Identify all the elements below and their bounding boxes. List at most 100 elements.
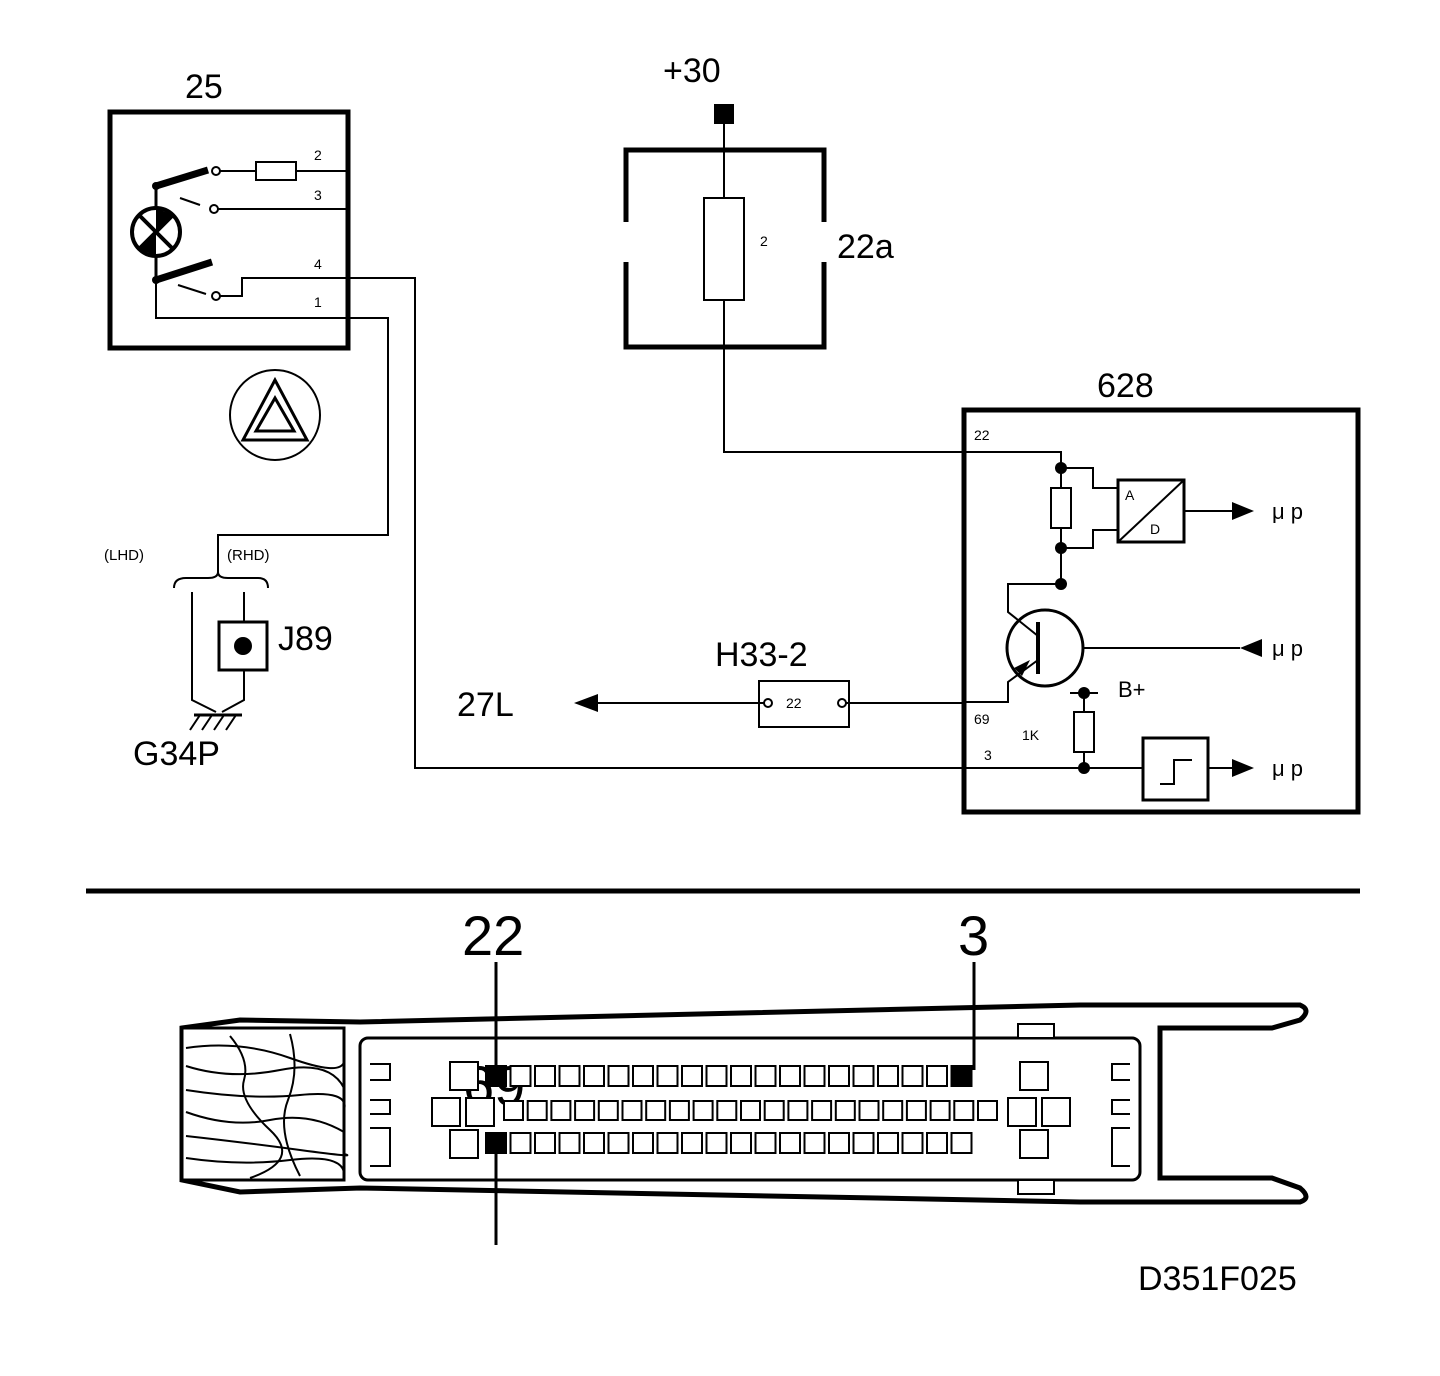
connector-pin <box>621 1100 643 1121</box>
connector-pin <box>929 1100 951 1121</box>
fuse-number-label: 2 <box>760 233 768 249</box>
switch-pin-1: 1 <box>314 294 322 310</box>
ecu-connector-view: 22 3 69 <box>179 904 1309 1245</box>
connector-pin <box>449 1061 479 1091</box>
fuse-icon <box>703 197 745 301</box>
connector-pin <box>449 1129 479 1159</box>
connector-pin <box>534 1065 556 1087</box>
connector-pin <box>509 1132 532 1154</box>
switch-ref-label: 25 <box>185 68 223 106</box>
connector-pin <box>828 1132 850 1154</box>
rhd-label: (RHD) <box>227 547 270 564</box>
connector-pin <box>754 1132 777 1154</box>
connector-pin <box>901 1065 924 1087</box>
ground-g34p: (LHD) (RHD) J89 G34P <box>104 547 333 773</box>
connector-pin <box>926 1132 948 1154</box>
connector-pin <box>1019 1129 1049 1159</box>
adc-d-label: D <box>1150 521 1160 537</box>
connector-pin <box>877 1132 899 1154</box>
destination-label: 27L <box>457 686 514 724</box>
resistor-icon <box>255 161 297 181</box>
ground-ref-label: G34P <box>133 735 220 773</box>
lamp-icon <box>130 206 182 258</box>
connector-pin <box>583 1065 605 1087</box>
connector-pin <box>656 1065 679 1087</box>
connector-pin <box>877 1065 899 1087</box>
connector-pin <box>811 1100 833 1121</box>
connector-pin <box>607 1065 630 1087</box>
schmitt-trigger-icon <box>1141 736 1210 802</box>
b-plus-label: B+ <box>1118 677 1146 702</box>
connector-pin <box>534 1132 556 1154</box>
switch-pin-3: 3 <box>314 187 322 203</box>
connector-pin <box>926 1065 948 1087</box>
connector-pin <box>787 1100 809 1121</box>
figure-code-label: D351F025 <box>1138 1260 1297 1298</box>
connector-pin <box>1007 1097 1037 1127</box>
output-arrow-icon <box>1232 502 1254 520</box>
ecu-pin-22: 22 <box>974 427 990 443</box>
battery-label: +30 <box>663 52 721 90</box>
adc-block: A D <box>1116 478 1186 544</box>
connector-pin <box>730 1065 752 1087</box>
connector-pin <box>754 1065 777 1087</box>
ecu-pin-69: 69 <box>974 711 990 727</box>
connector-pin <box>681 1132 703 1154</box>
wire-pin1-ground <box>217 317 389 574</box>
connector-pin <box>645 1100 667 1121</box>
connector-pin <box>583 1132 605 1154</box>
connector-pin <box>632 1065 654 1087</box>
connector-pin <box>607 1132 630 1154</box>
connector-pin <box>852 1132 875 1154</box>
ecu-ref-label: 628 <box>1097 367 1154 405</box>
connector-pin <box>950 1132 973 1154</box>
connector-ref-label: H33-2 <box>715 636 808 674</box>
connector-pin <box>656 1132 679 1154</box>
hazard-warning-icon <box>229 369 321 461</box>
switch-pin-4: 4 <box>314 256 322 272</box>
connector-pin <box>558 1065 581 1087</box>
connector-pin <box>550 1100 572 1121</box>
fuse-box-ref-label: 22a <box>837 228 894 266</box>
connector-pin-label: 22 <box>786 695 802 711</box>
wire-pin4-ecu3 <box>348 277 1143 769</box>
connector-pin <box>668 1100 690 1121</box>
connector-pin <box>503 1100 524 1121</box>
connector-pin <box>526 1100 548 1121</box>
connector-pin-grid <box>431 1061 1071 1159</box>
mu-p-label-1: μ p <box>1272 499 1303 524</box>
hazard-switch-25: 25 2 3 4 1 <box>107 68 351 351</box>
connector-pin <box>465 1097 495 1127</box>
connector-pin <box>779 1132 801 1154</box>
connector-pin <box>828 1065 850 1087</box>
callout-pin-22: 22 <box>462 904 524 967</box>
resistor-1k-label: 1K <box>1022 727 1040 743</box>
connector-pin <box>901 1132 924 1154</box>
connector-pin <box>431 1097 461 1127</box>
connector-pin <box>692 1100 714 1121</box>
ecu-pin-3: 3 <box>984 747 992 763</box>
switch-pin-2: 2 <box>314 147 322 163</box>
connector-pin <box>705 1065 728 1087</box>
lhd-label: (LHD) <box>104 547 144 564</box>
connector-pin <box>763 1100 785 1121</box>
connector-pin <box>509 1065 532 1087</box>
connector-pin <box>1019 1061 1049 1091</box>
connector-pin <box>558 1132 581 1154</box>
fuse-box-22a: +30 2 22a <box>623 52 964 453</box>
connector-pin <box>1041 1097 1071 1127</box>
adc-a-label: A <box>1125 487 1135 503</box>
connector-pin <box>597 1100 619 1121</box>
wire-bundle-icon <box>180 1026 349 1182</box>
connector-pin <box>730 1132 752 1154</box>
ecu-628: 628 22 69 3 A D μ p <box>961 367 1361 815</box>
connector-pin-highlighted <box>485 1132 507 1154</box>
connector-pin <box>716 1100 738 1121</box>
connector-pin-highlighted <box>950 1065 973 1087</box>
connector-pin <box>858 1100 880 1121</box>
connector-pin <box>834 1100 856 1121</box>
connector-pin <box>740 1100 761 1121</box>
mu-p-label-2: μ p <box>1272 636 1303 661</box>
connector-pin <box>681 1065 703 1087</box>
connector-pin-highlighted <box>485 1065 507 1087</box>
